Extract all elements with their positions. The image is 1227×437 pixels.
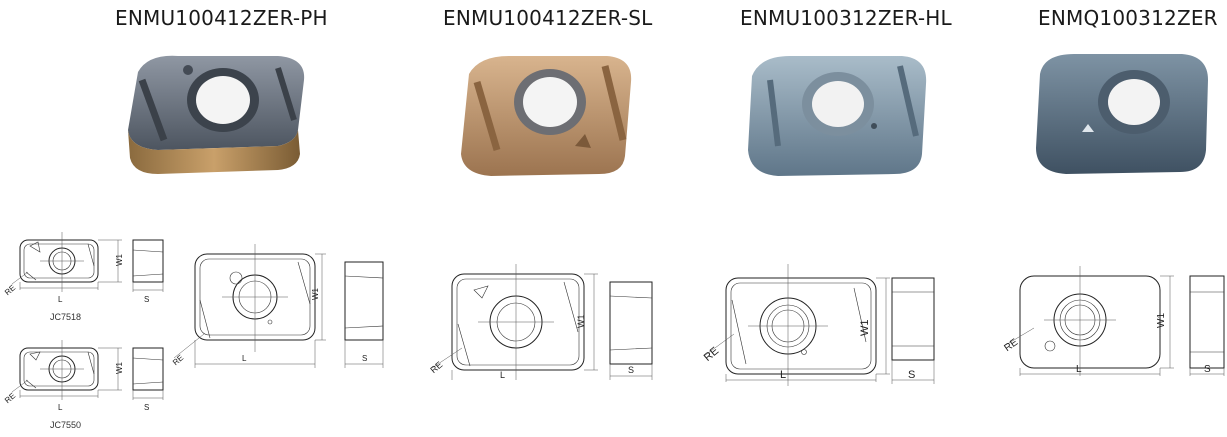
dim-w1-label: W1 [1156,313,1167,328]
insert-photo-sl [461,56,632,176]
dim-s-label: S [908,369,915,381]
dim-s-label: S [628,365,634,375]
drawing-jc7550: L W1 S RE [3,340,164,412]
dim-l-label: L [242,354,247,363]
dim-re-label: RE [171,353,185,367]
dim-s-label: S [144,295,149,304]
dim-l-label: L [500,370,505,380]
dim-re-label: RE [428,359,444,375]
title-enmu100412zer-sl: ENMU100412ZER-SL [443,6,653,30]
insert-photo-ph [128,55,305,174]
drawing-enmu100412zer-sl: L W1 S RE [428,264,653,380]
variant-caption-jc7518: JC7518 [50,312,82,322]
dim-l-label: L [58,403,63,412]
drawing-enmu100312zer-hl: L W1 S RE [702,264,935,386]
title-enmu100412zer-ph: ENMU100412ZER-PH [115,6,328,30]
insert-photo-q [1036,54,1208,174]
dim-l-label: L [58,295,63,304]
dim-w1-label: W1 [311,287,320,300]
dim-s-label: S [1204,364,1211,375]
dim-s-label: S [144,403,149,412]
dim-re-label: RE [1002,337,1020,354]
dim-w1-label: W1 [859,320,871,337]
drawing-enmu100412zer-ph: L W1 S RE [171,244,384,368]
dim-w1-label: W1 [115,253,124,266]
dim-s-label: S [362,354,367,363]
variant-caption-jc7550: JC7550 [50,420,82,430]
dim-re-label: RE [3,283,17,297]
title-enmq100312zer: ENMQ100312ZER [1038,6,1218,30]
drawing-jc7518: L W1 S RE [3,232,164,304]
drawing-enmq100312zer: L W1 S RE [1002,266,1225,376]
insert-photo-hl [748,56,927,176]
dim-w1-label: W1 [576,315,586,329]
dim-l-label: L [780,369,786,381]
dim-re-label: RE [702,345,721,364]
dim-l-label: L [1076,364,1082,375]
title-enmu100312zer-hl: ENMU100312ZER-HL [740,6,952,30]
dim-w1-label: W1 [115,361,124,374]
dim-re-label: RE [3,391,17,405]
